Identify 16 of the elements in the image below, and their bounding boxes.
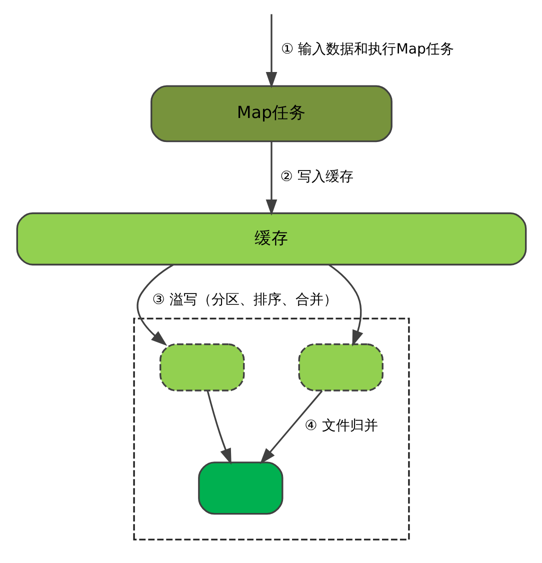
edge-label: ④ 文件归并 (304, 418, 378, 434)
edge-label: ③ 溢写（分区、排序、合并） (152, 292, 337, 308)
edge-label: ① 输入数据和执行Map任务 (280, 42, 454, 58)
arrow (136, 264, 174, 346)
arrow (265, 142, 277, 216)
arrow (265, 14, 277, 88)
arrow (259, 390, 322, 464)
node-box: 缓存 (16, 212, 526, 266)
arrow (328, 264, 363, 346)
edge-label: ② 写入缓存 (280, 168, 353, 185)
node-box (159, 343, 244, 392)
cluster (132, 318, 410, 540)
node-box (198, 462, 283, 515)
arrow (206, 390, 231, 465)
node-box: Map任务 (150, 85, 392, 142)
node-box (298, 343, 383, 392)
